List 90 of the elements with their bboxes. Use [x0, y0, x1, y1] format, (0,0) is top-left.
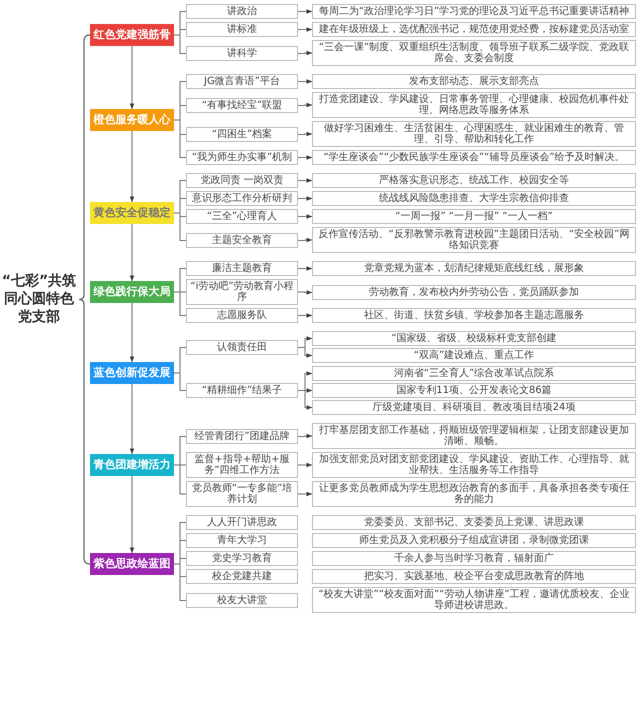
item-box: 青年大学习: [186, 533, 298, 548]
arrow: [130, 224, 134, 282]
item-box: “三全”心理育人: [186, 209, 298, 224]
description-box: 做好学习困难生、生活贫困生、心理困惑生、就业困难生的教育、管理、引导、帮助和转化工作: [312, 121, 636, 147]
item-box: 主题安全教育: [186, 232, 298, 248]
item-box: “i劳动吧”劳动教育小程序: [186, 279, 298, 305]
category-box: 蓝色创新促发展: [90, 362, 174, 384]
arrow: [298, 50, 312, 56]
item-box: 监督+指导+帮助+服务”四维工作方法: [186, 452, 298, 478]
item-box: 讲政治: [186, 4, 298, 19]
arrow: [298, 492, 312, 496]
description-box: 严格落实意识形态、统战工作、校园安全等: [312, 173, 636, 188]
connector-line: [174, 292, 186, 316]
description-box: “三会一课”制度、双重组织生活制度、领导班子联系二级学院、党政联席会、支委会制度: [312, 40, 636, 66]
description-box: 反作宣传活动、“反邪教警示教育进校园”主题团日活动、“安全校园”网络知识竞赛: [312, 227, 636, 253]
item-box: “精耕细作”结果子: [186, 383, 298, 398]
category-box: 红色党建强筋骨: [90, 24, 174, 46]
arrow: [298, 178, 312, 183]
description-box: 劳动教育，发布校内外劳动公告，党员踊跃参加: [312, 284, 636, 300]
arrow: [298, 9, 312, 14]
category-box: 紫色思政绘蓝图: [90, 553, 174, 575]
description-box: 师生党员及入党积极分子组成宣讲团，录制微党团课: [312, 533, 636, 548]
arrow: [298, 155, 312, 160]
description-box: 国家专利11项、公开发表论文86篇: [312, 383, 636, 398]
connector-line: [174, 372, 186, 391]
connector-line: [174, 212, 186, 241]
connector-line: [174, 564, 186, 601]
item-box: 校友大讲堂: [186, 592, 298, 608]
arrow: [298, 102, 312, 108]
arrow: [298, 196, 312, 201]
item-box: 讲标准: [186, 22, 298, 37]
arrow: [298, 434, 312, 438]
item-box: 校企党建共建: [186, 569, 298, 584]
item-box: 廉洁主题教育: [186, 261, 298, 276]
category-box: 绿色践行保大局: [90, 281, 174, 303]
description-box: 统战线风险隐患排查、大学生宗教信仰排查: [312, 191, 636, 206]
connector-line: [174, 464, 186, 494]
connector-line: [174, 120, 186, 158]
description-box: 党委委员、支部书记、支委委员上党课、讲思政课: [312, 515, 636, 530]
description-box: “国家级、省级、校级标杆党支部创建: [312, 331, 636, 346]
item-box: “四困生”档案: [186, 126, 298, 142]
item-box: 认领责任田: [186, 340, 298, 354]
category-box: 橙色服务暖人心: [90, 108, 174, 130]
description-box: 打牢基层团支部工作基础，捋顺班级管理逻辑框架，让团支部建设更加清晰、顺畅。: [312, 423, 636, 449]
description-box: 厅级党建项目、科研项目、教改项目结项24项: [312, 400, 636, 415]
arrow: [130, 302, 134, 362]
item-box: 志愿服务队: [186, 308, 298, 323]
description-box: “校友大讲堂”“校友面对面”“劳动人物讲座”工程，邀请优质校友、企业导师进校讲思政。: [312, 587, 636, 613]
arrow: [130, 476, 134, 554]
category-box: 青色团建增活力: [90, 454, 174, 476]
category-box: 黄色安全促稳定: [90, 202, 174, 224]
description-box: 发布支部动态、展示支部亮点: [312, 74, 636, 89]
description-box: 每周二为“政治理论学习日”学习党的理论及习近平总书记重要讲话精神: [312, 4, 636, 19]
description-box: 建在年级班级上，选优配强书记，规范使用党经费，按标建党员活动室: [312, 22, 636, 37]
item-box: 党员教师“一专多能”培养计划: [186, 481, 298, 507]
arrow: [298, 313, 312, 318]
description-box: 河南省“三全育人”综合改革试点院系: [312, 366, 636, 381]
description-box: 千余人参与当时学习教育，辐射面广: [312, 551, 636, 566]
item-box: 讲科学: [186, 46, 298, 60]
arrow: [298, 238, 312, 242]
title: “七彩”共筑同心圆特色党支部: [1, 272, 77, 327]
description-box: 把实习、实践基地、校企平台变成思政教育的阵地: [312, 569, 636, 584]
description-box: 社区、街道、扶贫乡镇、学校参加各主题志愿服务: [312, 308, 636, 323]
arrow: [298, 79, 312, 84]
arrow: [298, 462, 312, 468]
description-box: “学生座谈会”“少数民族学生座谈会”“辅导员座谈会”给予及时解决。: [312, 150, 636, 165]
description-box: “双高”建设难点、重点工作: [312, 348, 636, 363]
description-box: 党章党规为蓝本，划清纪律规矩底线红线，展形象: [312, 261, 636, 276]
item-box: JG微言青语”平台: [186, 74, 298, 89]
description-box: 加强支部党员对团支部党团建设、学风建设、资助工作、心理指导、就业帮扶、生活服务等工作指导: [312, 452, 636, 478]
arrow: [130, 130, 134, 202]
item-box: 经管青团行”团建品牌: [186, 428, 298, 444]
item-box: 人人开门讲思政: [186, 515, 298, 530]
description-box: 打造党团建设、学风建设、日常事务管理、心理健康、校园危机事件处理、网络思政等服务体系: [312, 92, 636, 118]
item-box: “我为师生办实事”机制: [186, 150, 298, 165]
item-box: “有事找经宝”联盟: [186, 98, 298, 112]
arrow: [298, 214, 312, 219]
arrow: [130, 46, 134, 110]
arrow: [298, 132, 312, 136]
arrow: [298, 27, 312, 32]
item-box: 党政同责 一岗双责: [186, 173, 298, 188]
description-box: 让更多党员教师成为学生思想政治教育的多面手，具备承担各类专项任务的能力: [312, 481, 636, 507]
description-box: “一周一报” “一月一报” “一人一档”: [312, 209, 636, 224]
arrow: [298, 290, 312, 295]
item-box: 党史学习教育: [186, 551, 298, 566]
arrow: [298, 266, 312, 271]
connector-line: [174, 34, 186, 54]
arrow: [130, 384, 134, 454]
item-box: 意识形态工作分析研判: [186, 191, 298, 206]
arrow: [298, 347, 312, 358]
